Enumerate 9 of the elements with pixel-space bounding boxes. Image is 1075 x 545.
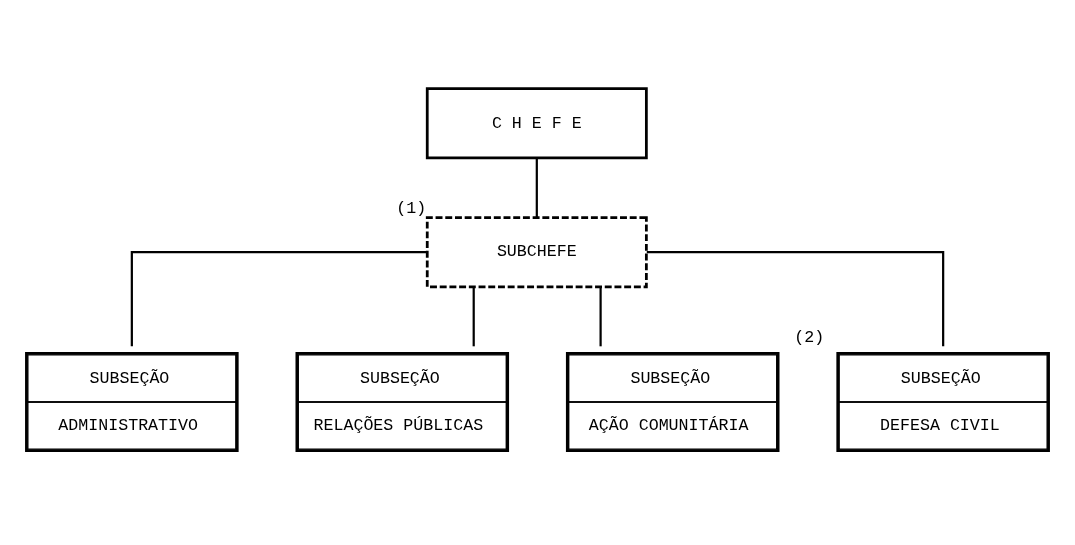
connector <box>599 286 602 346</box>
connector <box>646 250 945 346</box>
node-box: SUBCHEFE <box>425 215 648 288</box>
connector <box>130 250 428 346</box>
connector <box>535 157 538 217</box>
node-box: C H E F E <box>425 86 648 159</box>
connector <box>472 286 475 346</box>
node-label: (1) <box>396 198 427 218</box>
node-label: (2) <box>794 327 825 347</box>
